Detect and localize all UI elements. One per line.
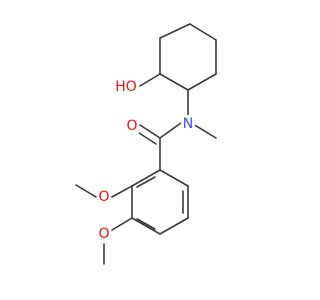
bond (187, 73, 217, 91)
bond (159, 217, 189, 235)
bond (159, 23, 191, 39)
benzene-ring (131, 169, 189, 235)
bond (159, 122, 182, 139)
methoxy-oxygen-4-label: O (97, 225, 111, 243)
bond (136, 218, 156, 230)
bond (131, 217, 161, 235)
bond (131, 169, 161, 187)
bond (75, 184, 97, 198)
hydroxyl-label: HO (113, 78, 139, 96)
bond (135, 130, 157, 145)
bond (111, 217, 133, 231)
bond (189, 23, 217, 41)
amide-nitrogen-label-text: N (183, 116, 193, 132)
bond (111, 185, 133, 198)
bond (136, 176, 156, 188)
methoxy-oxygen-3-label-text: O (98, 189, 109, 205)
methoxy-oxygen-4-label-text: O (98, 226, 109, 242)
molecular-structure-diagram: HO O N O O (75, 23, 217, 265)
amide-nitrogen-label: N (181, 115, 195, 133)
bond (139, 73, 161, 87)
cyclohexane-ring (159, 23, 217, 91)
bond (159, 169, 189, 187)
bond (159, 73, 189, 91)
methoxy-oxygen-3-label: O (97, 188, 111, 206)
carbonyl-oxygen-label: O (125, 117, 139, 135)
hydroxyl-label-text: HO (115, 79, 137, 95)
carbonyl-oxygen-label-text: O (126, 118, 137, 134)
bond (192, 123, 217, 139)
bond (139, 124, 161, 139)
